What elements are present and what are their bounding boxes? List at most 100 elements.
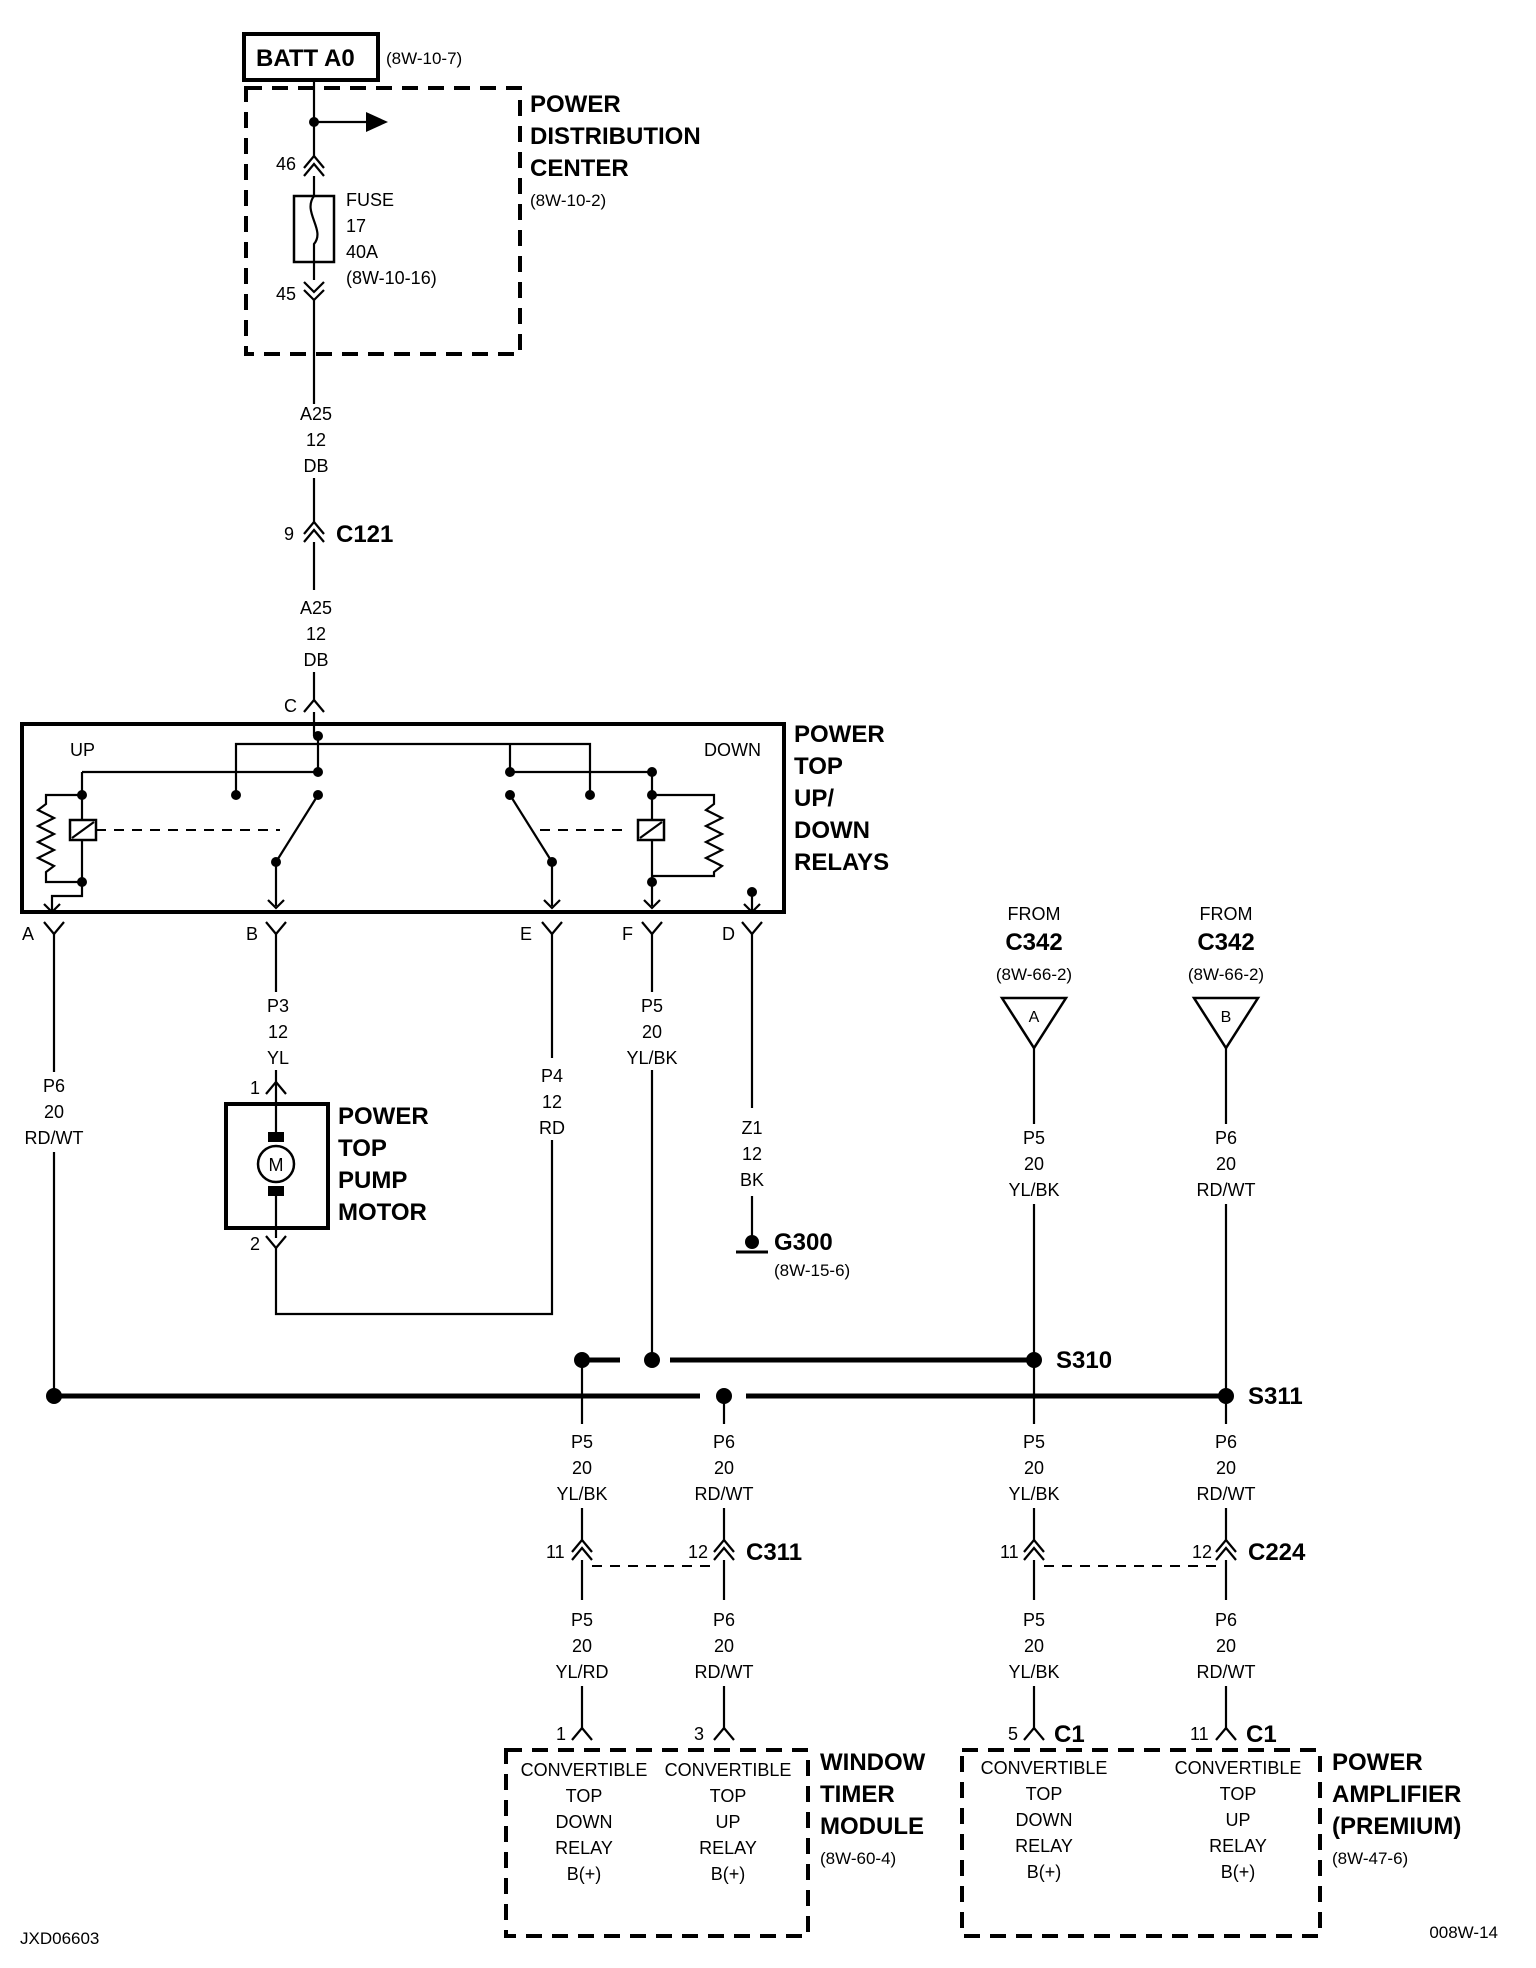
wire-a25-lower-gauge: 12 — [306, 624, 326, 644]
svg-text:RELAY: RELAY — [1209, 1836, 1267, 1856]
svg-text:RELAY: RELAY — [699, 1838, 757, 1858]
wire-p6-from-color: RD/WT — [1197, 1180, 1256, 1200]
amp-ref: (8W-47-6) — [1332, 1849, 1408, 1868]
svg-text:CONVERTIBLE: CONVERTIBLE — [665, 1760, 792, 1780]
wire-p5-amp-low-circuit: P5 — [1023, 1610, 1045, 1630]
from-a-triangle — [999, 996, 1069, 1051]
relay-pin-connectors — [43, 921, 763, 936]
relays-pin-f: F — [622, 924, 633, 944]
footer-left: JXD06603 — [20, 1929, 99, 1948]
batt-a0-label: BATT A0 — [256, 45, 355, 72]
from-b-label: FROM — [1200, 904, 1253, 924]
svg-text:CONVERTIBLE: CONVERTIBLE — [521, 1760, 648, 1780]
c224-name: C224 — [1248, 1539, 1306, 1566]
pdc-outline — [244, 86, 522, 356]
wire-p5-amp-up-gauge: 20 — [1024, 1458, 1044, 1478]
c121-name: C121 — [336, 521, 393, 548]
relays-title-3: UP/ — [794, 785, 834, 812]
wtm-title-3: MODULE — [820, 1813, 924, 1840]
from-a-conn: C342 — [1005, 929, 1062, 956]
relays-pin-d: D — [722, 924, 735, 944]
wire-p6-wtm-up-color: RD/WT — [695, 1484, 754, 1504]
amp-left-text: CONVERTIBLE TOP DOWN RELAY B(+) — [981, 1758, 1108, 1882]
up-relay-switch — [267, 794, 319, 910]
wire-p5-amp-up-circuit: P5 — [1023, 1432, 1045, 1452]
wire-a25-upper-color: DB — [303, 456, 328, 476]
fuse-label-3: 40A — [346, 242, 378, 262]
wire-p6-wtm-low-gauge: 20 — [714, 1636, 734, 1656]
window-timer-module-outline — [504, 1748, 810, 1938]
relays-title-1: POWER — [794, 721, 885, 748]
relays-title-5: RELAYS — [794, 849, 889, 876]
wire-p5-wtm-low-circuit: P5 — [571, 1610, 593, 1630]
wtm-ref: (8W-60-4) — [820, 1849, 896, 1868]
svg-text:B(+): B(+) — [1221, 1862, 1256, 1882]
svg-text:TOP: TOP — [710, 1786, 747, 1806]
pdc-pin-45-connector — [303, 281, 325, 302]
wtm-title-1: WINDOW — [820, 1749, 926, 1776]
fuse-element-icon — [309, 195, 319, 262]
wire-p5-from-gauge: 20 — [1024, 1154, 1044, 1174]
wire-p6-amp-low-circuit: P6 — [1215, 1610, 1237, 1630]
wire-p5-amp-up-color: YL/BK — [1008, 1484, 1059, 1504]
wire-p6-wtm-up-circuit: P6 — [713, 1432, 735, 1452]
svg-text:DOWN: DOWN — [556, 1812, 613, 1832]
svg-text:TOP: TOP — [1026, 1784, 1063, 1804]
c311-connector — [571, 1538, 735, 1567]
wire-p6-amp-low-gauge: 20 — [1216, 1636, 1236, 1656]
motor-pin-1: 1 — [250, 1078, 260, 1098]
fuse-label-4: (8W-10-16) — [346, 268, 437, 288]
wire-z1-circuit: Z1 — [741, 1118, 762, 1138]
fuse-label-2: 17 — [346, 216, 366, 236]
from-b-ref: (8W-66-2) — [1188, 965, 1264, 984]
c121-pin: 9 — [284, 524, 294, 544]
wire-p6-left-circuit: P6 — [43, 1076, 65, 1096]
wire-z1-gauge: 12 — [742, 1144, 762, 1164]
amp-conn-c1-left: C1 — [1054, 1721, 1085, 1748]
ground-icon — [736, 1235, 768, 1254]
svg-text:B(+): B(+) — [567, 1864, 602, 1884]
svg-text:RELAY: RELAY — [1015, 1836, 1073, 1856]
wire-p6-wtm-low-circuit: P6 — [713, 1610, 735, 1630]
wire-p6-left-color: RD/WT — [25, 1128, 84, 1148]
wire-p3-gauge: 12 — [268, 1022, 288, 1042]
wire-p4-circuit: P4 — [541, 1066, 563, 1086]
pdc-pin-46-connector — [303, 154, 325, 177]
relays-title-2: TOP — [794, 753, 843, 780]
motor-title-4: MOTOR — [338, 1199, 427, 1226]
svg-text:B(+): B(+) — [1027, 1862, 1062, 1882]
outgoing-arrow-icon — [366, 112, 388, 132]
wire-p6-from-circuit: P6 — [1215, 1128, 1237, 1148]
motor-icon — [256, 1094, 296, 1238]
motor-title-2: TOP — [338, 1135, 387, 1162]
c224-connector — [1023, 1538, 1237, 1567]
wire-p5-wtm-low-gauge: 20 — [572, 1636, 592, 1656]
relays-pin-e: E — [520, 924, 532, 944]
pdc-title-3: CENTER — [530, 155, 629, 182]
wire-p5-f-gauge: 20 — [642, 1022, 662, 1042]
wire-a25-lower-circuit: A25 — [300, 598, 332, 618]
c311-name: C311 — [746, 1539, 802, 1566]
wire-z1-color: BK — [740, 1170, 764, 1190]
wire-p3-circuit: P3 — [267, 996, 289, 1016]
svg-text:CONVERTIBLE: CONVERTIBLE — [1175, 1758, 1302, 1778]
down-relay-coil — [636, 793, 725, 882]
svg-text:DOWN: DOWN — [1016, 1810, 1073, 1830]
wire-p6-wtm-up-gauge: 20 — [714, 1458, 734, 1478]
splice-dot-54 — [46, 1388, 62, 1404]
pdc-title-1: POWER — [530, 91, 621, 118]
svg-text:TOP: TOP — [1220, 1784, 1257, 1804]
motor-symbol: M — [269, 1155, 284, 1175]
from-b-conn: C342 — [1197, 929, 1254, 956]
svg-text:CONVERTIBLE: CONVERTIBLE — [981, 1758, 1108, 1778]
motor-pin-2: 2 — [250, 1234, 260, 1254]
splice-s310-label: S310 — [1056, 1347, 1112, 1374]
svg-text:B(+): B(+) — [711, 1864, 746, 1884]
wire-p5-f-color: YL/BK — [626, 1048, 677, 1068]
wire-a25-upper-gauge: 12 — [306, 430, 326, 450]
batt-a0-ref: (8W-10-7) — [386, 49, 462, 68]
wire-p5-f-circuit: P5 — [641, 996, 663, 1016]
wire-p6-wtm-low-color: RD/WT — [695, 1662, 754, 1682]
wire-p5-wtm-up-gauge: 20 — [572, 1458, 592, 1478]
